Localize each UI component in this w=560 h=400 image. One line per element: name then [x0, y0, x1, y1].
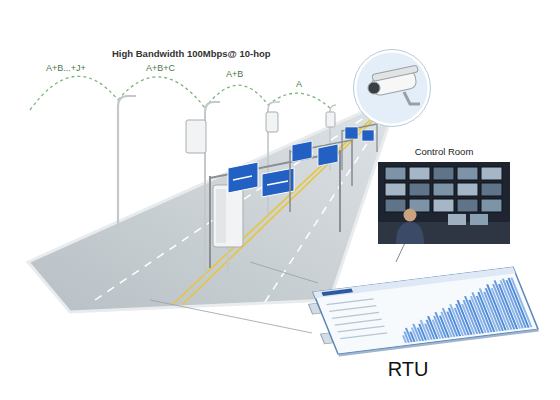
- traffic-sign: [345, 127, 358, 139]
- rtu-panel-line: [329, 306, 376, 312]
- access-point: [326, 112, 335, 127]
- gantry-post: [351, 138, 353, 186]
- operator-head: [404, 209, 417, 222]
- wireless-hop-arc: [30, 76, 118, 110]
- rtu-panel-line: [338, 326, 385, 332]
- node-label: Control Room: [378, 146, 510, 157]
- rtu-panel-line: [327, 299, 374, 305]
- camera-inset: [355, 51, 429, 125]
- sign-marking: [267, 181, 288, 185]
- desk-monitor: [470, 214, 488, 225]
- gantry-post: [376, 122, 377, 152]
- road-center-line: [182, 108, 386, 305]
- video-monitor: [481, 199, 502, 212]
- video-monitor: [433, 199, 454, 212]
- video-monitor: [433, 167, 454, 180]
- rtu-level-bar: [508, 278, 530, 328]
- traffic-sign: [362, 130, 374, 141]
- node-label: RTU: [368, 358, 448, 381]
- video-monitor: [481, 167, 502, 180]
- rtu-device: [298, 262, 543, 358]
- rtu-logo: [322, 288, 354, 295]
- access-point: [213, 185, 243, 247]
- label-text: A: [296, 80, 316, 90]
- camera-bracket: [404, 92, 420, 104]
- gantry-post: [289, 150, 291, 212]
- rtu-panel-line: [340, 333, 387, 339]
- video-monitor: [385, 183, 406, 196]
- video-monitor: [457, 183, 478, 196]
- control-desk: [378, 222, 510, 244]
- video-monitor: [457, 167, 478, 180]
- connector-line: [396, 244, 404, 262]
- rtu-node: RTU: [298, 262, 543, 386]
- rtu-face: [313, 267, 538, 354]
- gantry-post: [339, 150, 341, 232]
- video-monitor: [433, 183, 454, 196]
- rtu-panel-line: [335, 319, 382, 325]
- camera-lens: [368, 82, 380, 94]
- video-monitor: [385, 167, 406, 180]
- label-text: A+B...+J+: [46, 64, 116, 74]
- access-point: [266, 112, 278, 132]
- wireless-hop-arc: [205, 85, 268, 108]
- gantry-post: [341, 130, 342, 170]
- traffic-sign: [318, 144, 338, 166]
- desk-monitor: [448, 214, 466, 225]
- video-monitor: [409, 183, 430, 196]
- wireless-hop-arc: [268, 93, 330, 108]
- rtu-panel-line: [332, 312, 379, 318]
- leader-line: [250, 262, 318, 283]
- control-room-image: [378, 162, 510, 244]
- camera-hood: [372, 65, 418, 81]
- control-room-node: Control Room: [378, 146, 510, 244]
- camera-inset-ring: [354, 50, 431, 127]
- traffic-sign: [228, 162, 258, 193]
- rtu-body: [304, 267, 539, 358]
- video-monitor: [409, 167, 430, 180]
- lane-line: [95, 107, 380, 300]
- road-surface: [28, 106, 394, 312]
- label-text: A+B+C: [146, 64, 196, 74]
- label-text: A+B: [226, 70, 266, 80]
- label-text: High Bandwidth 100Mbps@ 10-hop: [112, 49, 322, 59]
- video-monitor: [457, 199, 478, 212]
- video-monitor: [385, 199, 406, 212]
- sign-marking: [233, 176, 252, 180]
- video-monitor: [481, 183, 502, 196]
- rtu-level-bar: [510, 277, 532, 327]
- traffic-sign: [292, 141, 312, 162]
- light-pole: [118, 96, 136, 262]
- access-point-panel: [216, 189, 226, 243]
- access-point: [186, 120, 206, 153]
- wireless-hop-arc: [118, 77, 205, 108]
- gantry-post: [209, 176, 211, 268]
- ap-mount: [227, 247, 229, 272]
- leader-line: [150, 300, 312, 333]
- control-room-background: [378, 162, 510, 244]
- lane-line: [265, 108, 390, 302]
- road-center-line: [172, 108, 383, 305]
- operator-body: [396, 222, 424, 244]
